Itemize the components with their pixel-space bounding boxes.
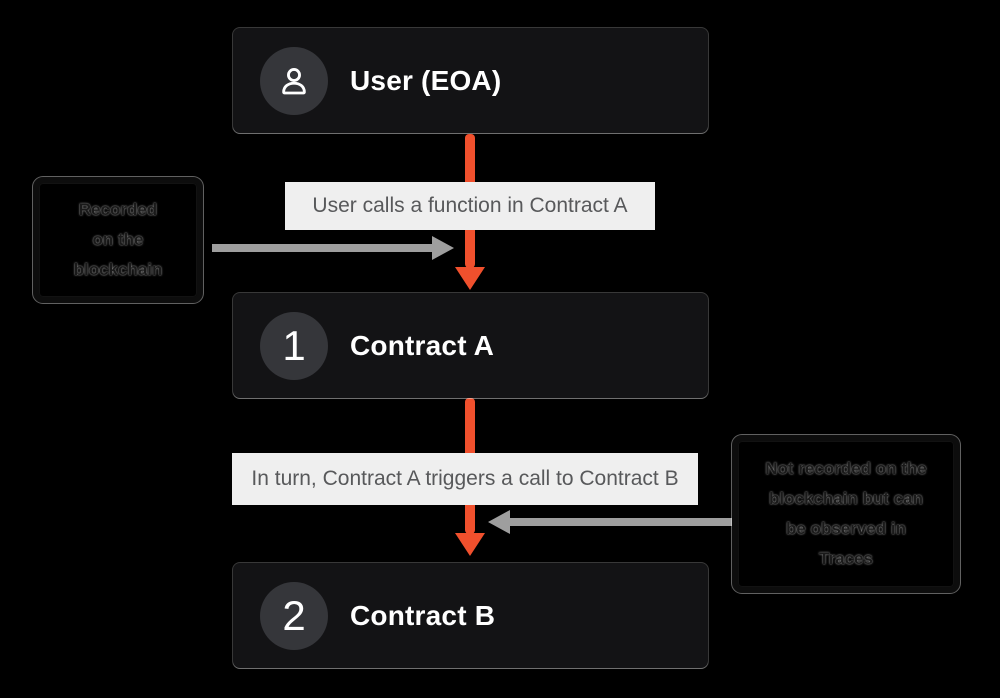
callout-line: Recorded (78, 200, 158, 219)
edge-label-user-calls: User calls a function in Contract A (285, 182, 655, 230)
gray-arrow-not-recorded (510, 518, 732, 526)
user-node: User (EOA) (233, 28, 708, 133)
contract-b-node: 2 Contract B (233, 563, 708, 668)
gray-arrow-recorded (212, 244, 432, 252)
callout-line: blockchain (73, 260, 163, 279)
callout-line: blockchain but can (769, 489, 923, 508)
contract-a-label: Contract A (350, 329, 495, 361)
step-2-badge: 2 (260, 581, 328, 650)
callout-not-recorded-traces: Not recorded on the blockchain but can b… (732, 435, 960, 593)
contract-a-node: 1 Contract A (233, 293, 708, 398)
edge-label-contract-a-triggers: In turn, Contract A triggers a call to C… (232, 453, 698, 505)
callout-line: on the (92, 230, 144, 249)
callout-line: Traces (819, 549, 873, 568)
user-avatar-badge (260, 46, 328, 115)
gray-arrowhead-left-icon (488, 510, 510, 534)
callout-recorded-on-blockchain: Recorded on the blockchain (33, 177, 203, 303)
callout-line: be observed in (786, 519, 906, 538)
red-arrowhead-down-icon (455, 267, 485, 290)
step-1-badge: 1 (260, 311, 328, 380)
gray-arrowhead-right-icon (432, 236, 454, 260)
user-icon (282, 67, 306, 94)
red-arrowhead-down-icon (455, 533, 485, 556)
user-node-label: User (EOA) (350, 64, 502, 96)
callout-line: Not recorded on the (765, 459, 927, 478)
contract-b-label: Contract B (350, 599, 496, 631)
